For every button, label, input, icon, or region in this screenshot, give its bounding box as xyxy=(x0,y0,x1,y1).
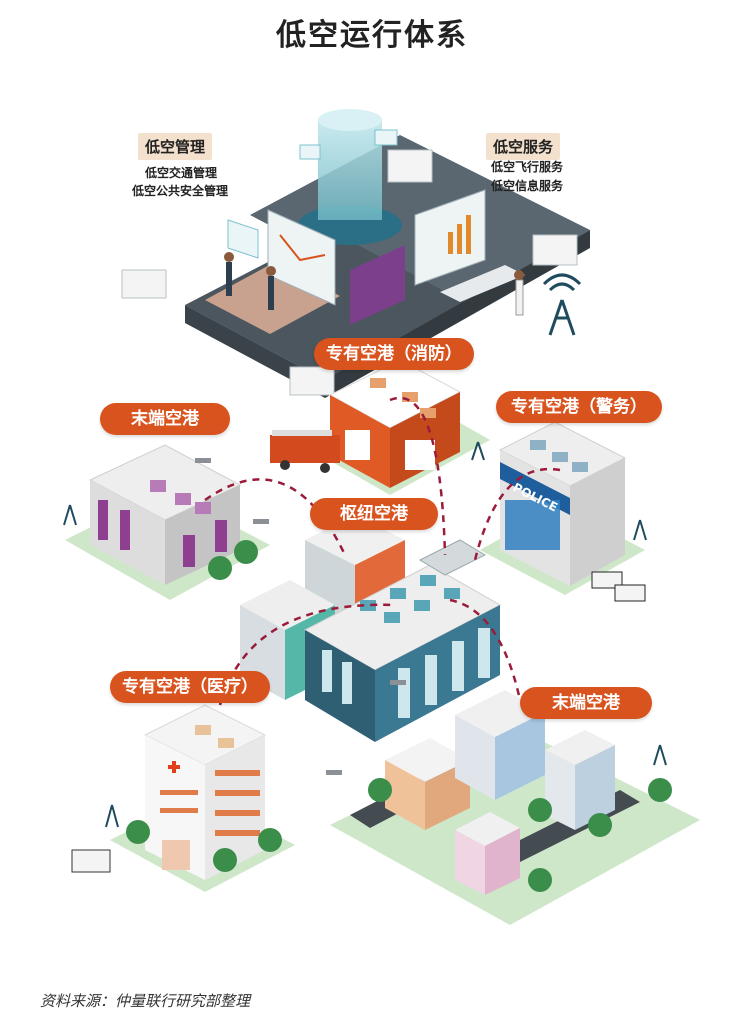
management-item: 低空交通管理 xyxy=(145,166,218,180)
label-hub-airport: 枢纽空港 xyxy=(310,498,438,530)
page-title: 低空运行体系 xyxy=(276,18,468,53)
label-police-airport: 专有空港（警务） xyxy=(496,391,662,423)
management-item: 低空公共安全管理 xyxy=(132,184,229,198)
label-medical-airport: 专有空港（医疗） xyxy=(110,671,270,703)
drone-icon-group xyxy=(195,458,406,775)
label-terminal-airport-left: 末端空港 xyxy=(100,403,230,435)
label-fire-airport: 专有空港（消防） xyxy=(314,338,474,370)
service-item: 低空飞行服务 xyxy=(491,160,564,174)
terminal-building-left xyxy=(88,444,258,585)
label-terminal-airport-right: 末端空港 xyxy=(520,687,652,719)
hospital-building xyxy=(71,704,282,880)
service-heading: 低空服务 xyxy=(486,133,561,160)
terminal-district-right xyxy=(350,690,672,895)
hub-building xyxy=(240,515,502,742)
source-note: 资料来源：仲量联行研究部整理 xyxy=(40,992,251,1010)
police-station: POLICE xyxy=(498,421,646,602)
service-item: 低空信息服务 xyxy=(491,179,564,193)
management-heading: 低空管理 xyxy=(138,133,213,160)
antenna-icon-group xyxy=(63,441,667,828)
fire-station xyxy=(270,359,462,488)
control-center xyxy=(121,109,590,398)
antenna-icon xyxy=(542,273,582,336)
